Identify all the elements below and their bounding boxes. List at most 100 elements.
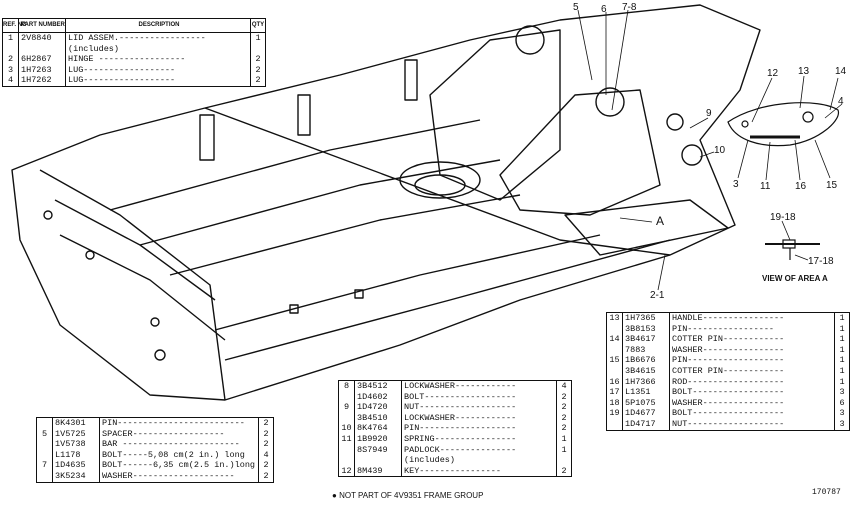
part-number: 8S7949 [355, 444, 402, 456]
callout-12: 12 [767, 68, 779, 79]
figure-number: 170787 [812, 488, 841, 497]
part-number: 3B8153 [623, 323, 670, 335]
ref-no: 8 [339, 381, 355, 392]
part-number: 1H7263 [19, 64, 66, 76]
header-ref: REF. NO [3, 19, 27, 33]
ref-no: 13 [607, 313, 623, 324]
description: WASHER-------------------- [100, 470, 259, 482]
part-number: 2V8840 [19, 33, 66, 44]
part-number: 1D4717 [623, 418, 670, 430]
ref-no [607, 418, 623, 430]
part-number: 1H7262 [19, 75, 66, 86]
quantity: 2 [561, 412, 567, 423]
part-number [355, 455, 402, 466]
ref-no: 9 [339, 402, 355, 413]
description: BAR ----------------------- [100, 439, 259, 450]
frame-outline [11, 4, 761, 401]
part-number [19, 43, 66, 55]
header-part: PART NUMBER [19, 19, 66, 33]
description: LOCKWASHER------------ [402, 381, 557, 392]
description: PIN------------------- [670, 355, 835, 366]
callout-19-18: 19-18 [770, 212, 796, 223]
callout-7-8: 7-8 [622, 2, 637, 13]
part-number: 1D4720 [355, 402, 402, 413]
quantity [557, 455, 571, 466]
ref-no [339, 391, 355, 403]
header-qty: QTY [251, 19, 265, 33]
table-row: (includes) [339, 455, 571, 466]
quantity: 1 [839, 334, 845, 345]
description: NUT------------------- [670, 418, 835, 430]
quantity: 3 [839, 408, 845, 419]
part-number: 1H7365 [623, 313, 670, 324]
description: PIN------------------- [402, 423, 557, 434]
part-number: L1178 [53, 449, 100, 461]
quantity: 2 [263, 460, 269, 471]
part-number: L1351 [623, 387, 670, 398]
ref-no: 7 [37, 460, 53, 471]
quantity: 4 [263, 449, 269, 460]
description: PIN----------------- [670, 323, 835, 335]
header-desc: DESCRIPTION [66, 19, 251, 33]
part-number: 1D4635 [53, 460, 100, 471]
quantity: 1 [839, 313, 845, 323]
quantity: 2 [263, 470, 269, 481]
description: COTTER PIN------------ [670, 365, 835, 377]
description: SPACER------------------ [100, 428, 259, 440]
part-number: 1V5725 [53, 428, 100, 440]
description: WASHER---------------- [670, 344, 835, 356]
ref-no [37, 470, 53, 482]
part-number: 7883 [623, 344, 670, 356]
quantity: 1 [561, 433, 567, 444]
description: BOLT-----5,08 cm(2 in.) long [100, 449, 259, 461]
ref-no [37, 439, 53, 450]
area-a-view [765, 239, 820, 260]
part-number: 1V5738 [53, 439, 100, 450]
view-label: VIEW OF AREA A [762, 274, 828, 283]
description: PIN------------------------- [100, 418, 259, 429]
ref-no [339, 455, 355, 466]
part-number: 1B6676 [623, 355, 670, 366]
ref-no: 17 [607, 387, 623, 398]
quantity: 2 [561, 402, 567, 413]
part-number: 3B4615 [623, 365, 670, 377]
ref-no: 11 [339, 433, 355, 445]
callout-6: 6 [601, 4, 607, 15]
quantity: 2 [263, 439, 269, 450]
part-number: 8K4301 [53, 418, 100, 429]
quantity: 2 [561, 465, 567, 476]
callout-16: 16 [795, 181, 807, 192]
callout-13: 13 [798, 66, 810, 77]
ref-no: 5 [37, 428, 53, 440]
left-rail [39, 169, 226, 401]
description: BOLT------------------ [670, 387, 835, 398]
quantity: 6 [839, 397, 845, 408]
lid-detail [727, 102, 839, 147]
ref-no [607, 344, 623, 356]
quantity: 1 [839, 365, 845, 376]
ref-no [607, 323, 623, 335]
part-number: 5P1075 [623, 397, 670, 409]
